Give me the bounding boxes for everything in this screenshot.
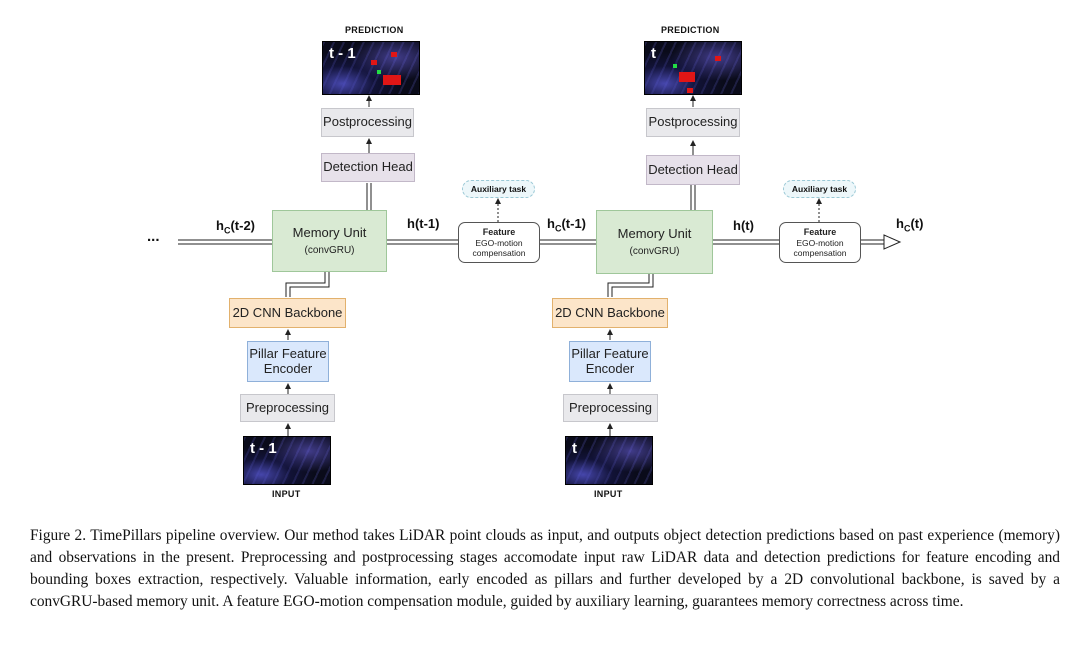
feature-box-1: Feature EGO-motion compensation [458, 222, 540, 263]
prediction-title-1: PREDICTION [345, 25, 404, 35]
label-hc-t2: hC(t-2) [216, 218, 255, 236]
detection-point [673, 64, 677, 68]
feature-line1-1: EGO-motion [475, 237, 523, 248]
memory-unit-title-1: Memory Unit [292, 224, 367, 240]
link-backbone-to-memory-2 [607, 272, 650, 297]
detection-box [687, 88, 693, 93]
pfe-line1-2: Pillar Feature [571, 345, 649, 361]
feature-line2-2: compensation [793, 247, 847, 258]
diagram-connectors [178, 95, 902, 437]
detection-box [679, 72, 695, 82]
memory-unit-sub-1: (convGRU) [304, 244, 355, 256]
prediction-image-1: t - 1 [322, 41, 420, 95]
pfe-line2-1: Encoder [263, 360, 313, 376]
input-tag-1: t - 1 [250, 440, 277, 457]
memory-unit-1: Memory Unit (convGRU) [272, 210, 387, 272]
pfe-line2-2: Encoder [585, 360, 635, 376]
prediction-tag-1: t - 1 [329, 45, 356, 62]
detection-box [371, 60, 377, 65]
memory-unit-sub-2: (convGRU) [629, 245, 680, 257]
backbone-box-1: 2D CNN Backbone [229, 298, 346, 328]
feature-box-2: Feature EGO-motion compensation [779, 222, 861, 263]
feature-title-1: Feature [482, 226, 516, 237]
link-backbone-to-memory-1 [285, 272, 326, 297]
detection-head-box-1: Detection Head [321, 153, 415, 182]
input-image-1: t - 1 [243, 436, 331, 485]
detection-point [377, 70, 381, 74]
label-h-t1: h(t-1) [407, 216, 440, 231]
pillar-feature-encoder-1: Pillar Feature Encoder [247, 341, 329, 382]
feature-line1-2: EGO-motion [796, 237, 844, 248]
backbone-box-2: 2D CNN Backbone [552, 298, 668, 328]
prediction-title-2: PREDICTION [661, 25, 720, 35]
auxiliary-task-2: Auxiliary task [783, 180, 856, 198]
label-h-t: h(t) [733, 218, 754, 233]
label-hc-t1: hC(t-1) [547, 216, 586, 234]
detection-box [391, 52, 397, 57]
ellipsis: ... [147, 228, 160, 245]
detection-box [383, 75, 401, 85]
memory-unit-title-2: Memory Unit [617, 225, 692, 241]
input-title-1: INPUT [272, 489, 301, 499]
output-arrowhead [883, 234, 902, 250]
figure-caption: Figure 2. TimePillars pipeline overview.… [30, 527, 1060, 610]
auxiliary-task-1: Auxiliary task [462, 180, 535, 198]
pfe-line1-1: Pillar Feature [249, 345, 327, 361]
preprocessing-box-1: Preprocessing [240, 394, 335, 422]
feature-line2-1: compensation [472, 247, 526, 258]
memory-unit-2: Memory Unit (convGRU) [596, 210, 713, 274]
input-image-2: t [565, 436, 653, 485]
detection-head-box-2: Detection Head [646, 155, 740, 185]
feature-title-2: Feature [803, 226, 837, 237]
prediction-tag-2: t [651, 45, 656, 62]
label-hc-t: hC(t) [896, 216, 924, 234]
detection-box [715, 56, 721, 61]
postprocessing-box-2: Postprocessing [646, 108, 740, 137]
input-title-2: INPUT [594, 489, 623, 499]
pillar-feature-encoder-2: Pillar Feature Encoder [569, 341, 651, 382]
prediction-image-2: t [644, 41, 742, 95]
postprocessing-box-1: Postprocessing [321, 108, 414, 137]
preprocessing-box-2: Preprocessing [563, 394, 658, 422]
input-tag-2: t [572, 440, 577, 457]
